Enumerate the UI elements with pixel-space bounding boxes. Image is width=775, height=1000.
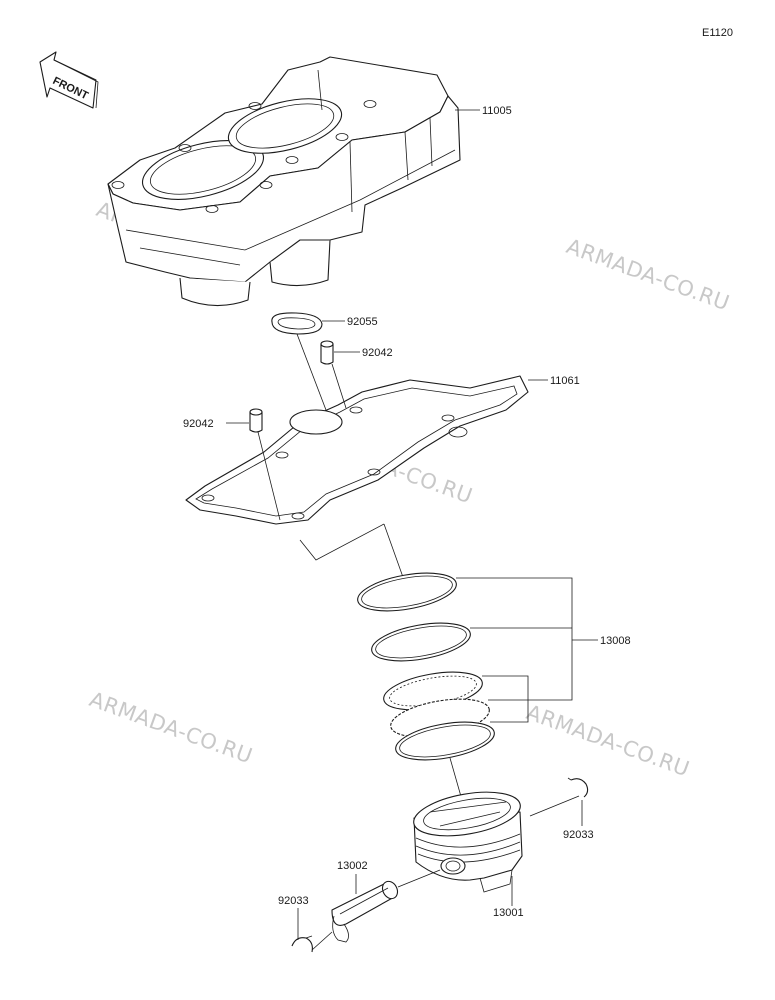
piston bbox=[413, 791, 523, 893]
base-gasket bbox=[185, 375, 529, 525]
ring-leader-lines bbox=[456, 577, 598, 723]
oring bbox=[271, 312, 323, 335]
watermark: ARMADA-CO.RU bbox=[86, 687, 256, 768]
circlip-left bbox=[291, 935, 313, 953]
label-dowel-left: 92042 bbox=[183, 418, 214, 430]
piston-ring-set bbox=[357, 572, 495, 761]
watermark: ARMADA-CO.RU bbox=[563, 234, 733, 315]
label-dowel-upper: 92042 bbox=[362, 347, 393, 359]
dowel-pin-upper bbox=[320, 340, 334, 365]
label-pin: 13002 bbox=[337, 860, 368, 872]
dowel-pin-left bbox=[249, 408, 263, 433]
diagram-code: E1120 bbox=[702, 27, 733, 39]
label-circlip-left: 92033 bbox=[278, 895, 309, 907]
circlip-right bbox=[567, 777, 589, 798]
label-gasket: 11061 bbox=[550, 375, 580, 387]
label-rings: 13008 bbox=[600, 635, 631, 647]
label-piston: 13001 bbox=[493, 907, 524, 919]
label-cylinder: 11005 bbox=[482, 105, 512, 117]
alignment-lines bbox=[257, 333, 405, 581]
piston-axis-line bbox=[449, 757, 463, 801]
label-oring: 92055 bbox=[347, 316, 378, 328]
label-circlip-right: 92033 bbox=[563, 829, 594, 841]
front-arrow-icon: FRONT bbox=[39, 51, 99, 109]
watermark: ARMADA-CO.RU bbox=[523, 700, 693, 781]
piston-pin bbox=[331, 880, 399, 943]
cylinder-block bbox=[107, 56, 461, 307]
